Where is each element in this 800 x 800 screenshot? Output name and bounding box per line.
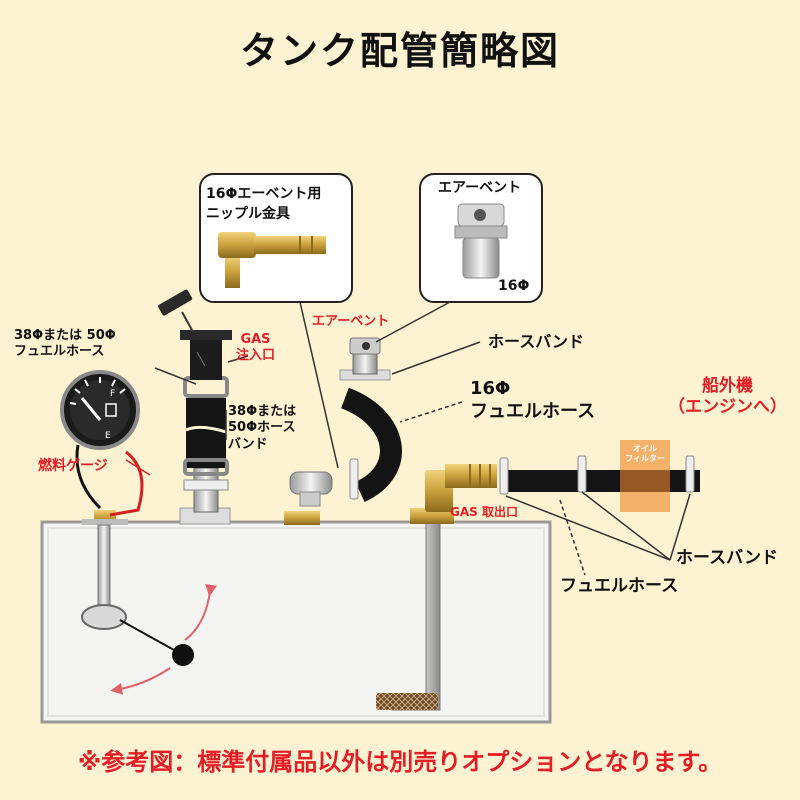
- air-vent-label: エアーベント: [312, 314, 390, 329]
- footer-note: ※参考図：標準付属品以外は別売りオプションとなります。: [77, 748, 723, 776]
- fuel-hose-bottom-label: フュエルホース: [560, 576, 679, 596]
- leader-lines: [125, 301, 691, 576]
- fuel-gauge-dial: F E: [60, 370, 144, 517]
- hose-38-50-top-label: 38Φまたは 50Φ フュエルホース: [14, 328, 116, 360]
- hose-band-38-50-label: 38Φまたは 50Φホース バンド: [228, 404, 297, 452]
- tank-fittings: [179, 507, 454, 525]
- hose-band-top-label: ホースバンド: [488, 332, 585, 351]
- gas-outlet-label: GAS 取出口: [450, 505, 518, 519]
- fuel-gauge-label: 燃料ゲージ: [38, 458, 108, 474]
- fuel-tank: [40, 520, 552, 724]
- vent-callout-title: エアーベント: [438, 180, 522, 196]
- outboard-label: 船外機 （エンジンへ）: [668, 376, 787, 418]
- fitting-label-line1: 16Φエーベント用: [206, 186, 322, 202]
- fuel-hose-16-label: 16Φ フュエルホース: [470, 378, 596, 422]
- gauge-full-mark: F: [110, 389, 115, 399]
- gas-inlet-label: GAS 注入口: [236, 332, 276, 364]
- hose-band-bottom-label: ホースバンド: [676, 548, 778, 568]
- callout-vent-box: [419, 173, 543, 303]
- gauge-empty-mark: E: [105, 431, 111, 441]
- vent-callout-size: 16Φ: [498, 278, 530, 294]
- fuel-outlet-line: [425, 440, 700, 512]
- oil-filter-label: オイル フィルター: [625, 444, 665, 463]
- fitting-label-line2: ニップル金具: [206, 206, 290, 222]
- callout-fitting-box: [199, 173, 353, 303]
- air-vent-assembly: [289, 337, 402, 507]
- gas-filler: [158, 289, 232, 513]
- gauge-sender: [81, 510, 218, 695]
- page-title: タンク配管簡略図: [239, 29, 560, 73]
